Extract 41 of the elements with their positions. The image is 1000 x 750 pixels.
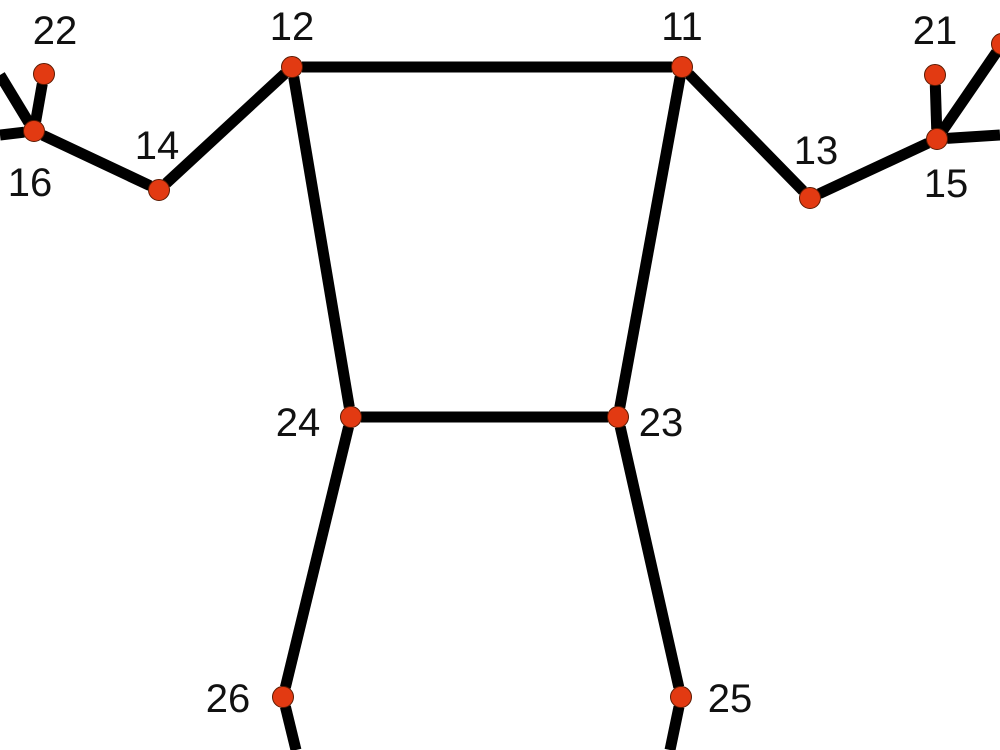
landmark-number: 23 — [638, 403, 684, 443]
skeleton-line — [946, 130, 1000, 144]
landmark-number: 12 — [270, 7, 314, 47]
landmark-dot — [23, 120, 45, 142]
landmark-number: 21 — [912, 11, 958, 51]
skeleton-line — [0, 126, 25, 140]
skeleton-line — [280, 705, 302, 750]
skeleton-line — [685, 70, 807, 195]
skeleton-line — [664, 706, 684, 750]
landmark-dot — [272, 686, 294, 708]
landmark-number: 15 — [924, 164, 968, 204]
skeleton-line — [162, 70, 288, 188]
skeleton-line — [930, 84, 942, 130]
skeleton-line — [614, 426, 684, 688]
landmark-number: 24 — [276, 403, 320, 443]
skeleton-line — [280, 425, 354, 689]
landmark-number: 16 — [8, 163, 52, 203]
skeleton-line — [816, 138, 930, 199]
skeleton-line — [288, 76, 355, 408]
landmark-dot — [281, 56, 303, 78]
landmark-dot — [670, 686, 692, 708]
landmark-dot — [148, 179, 170, 201]
landmark-dot — [799, 187, 821, 209]
skeleton-line — [302, 62, 672, 72]
skeleton-line — [0, 72, 34, 126]
landmark-dot — [926, 128, 948, 150]
landmark-dot — [924, 64, 946, 86]
landmark-number: 25 — [708, 679, 752, 719]
skeleton-line — [361, 412, 608, 422]
landmark-number: 22 — [32, 11, 78, 51]
landmark-dot — [607, 406, 629, 428]
skeleton-line — [614, 76, 686, 408]
skeleton-line — [40, 130, 152, 191]
landmark-dot — [671, 56, 693, 78]
landmark-number: 13 — [794, 131, 838, 171]
landmark-number: 11 — [661, 7, 703, 47]
landmark-dot — [340, 406, 362, 428]
skeleton-line — [30, 82, 48, 122]
landmark-number: 14 — [134, 126, 180, 166]
landmark-number: 26 — [206, 679, 250, 719]
landmark-dot — [33, 63, 55, 85]
